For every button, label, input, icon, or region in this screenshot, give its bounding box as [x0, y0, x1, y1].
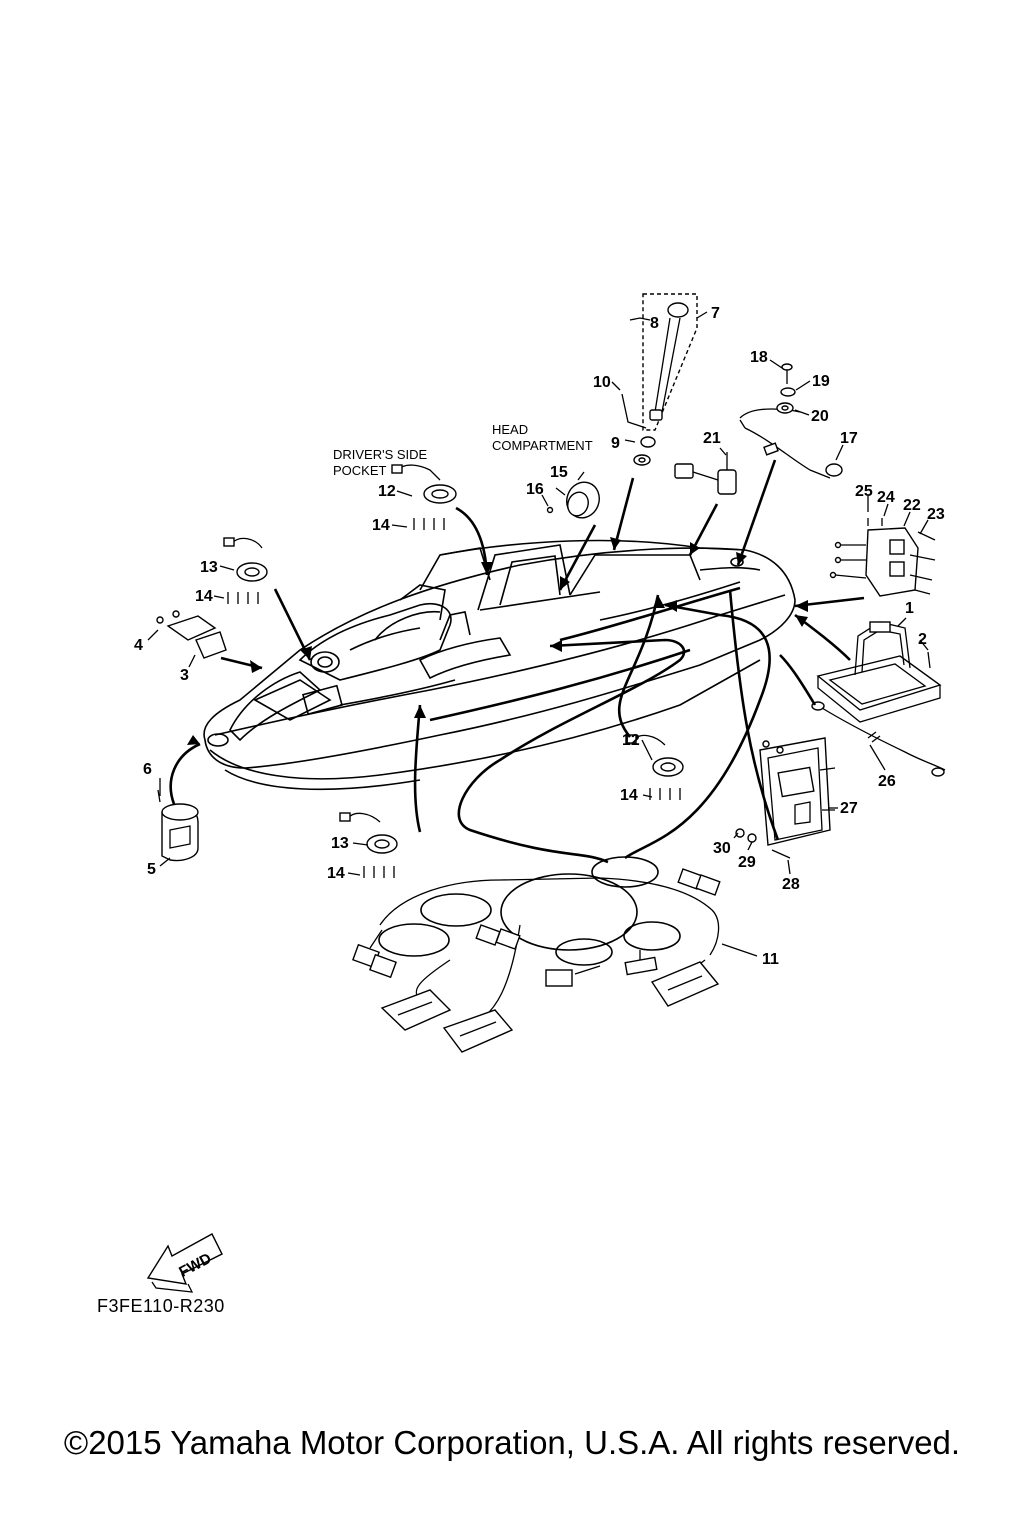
callout-19: 19: [812, 373, 830, 390]
callout-14-b: 14: [195, 588, 213, 605]
callout-30: 30: [713, 840, 731, 857]
part-10-clip: [621, 393, 647, 429]
callout-12-lower: 12: [622, 732, 640, 749]
part-11-wiring-harness: [352, 856, 721, 1053]
callout-14-a: 14: [372, 517, 390, 534]
part-3-switch: [156, 610, 227, 659]
drawing-code: F3FE110-R230: [97, 1296, 225, 1316]
callout-9: 9: [611, 435, 620, 452]
part-5-bow-light: [159, 778, 199, 862]
leader-lines: [147, 317, 929, 957]
callout-1: 1: [905, 600, 914, 617]
callout-13-lower: 13: [331, 835, 349, 852]
callout-12-upper: 12: [378, 483, 396, 500]
callout-17: 17: [840, 430, 858, 447]
callout-25: 25: [855, 483, 873, 500]
part-13-speaker-lower: [339, 812, 398, 878]
callout-8: 8: [650, 315, 659, 332]
callout-28: 28: [782, 876, 800, 893]
callout-11: 11: [762, 951, 779, 968]
part-2-screw: [927, 651, 931, 669]
callout-21: 21: [703, 430, 721, 447]
callout-14-d: 14: [327, 865, 345, 882]
callout-7: 7: [711, 305, 720, 322]
part-17-ground-cable: [739, 408, 843, 479]
part-22-relay-assembly: [829, 518, 936, 597]
callout-29: 29: [738, 854, 756, 871]
callout-4: 4: [134, 637, 143, 654]
diagram-captions: DRIVER'S SIDE POCKET HEAD COMPARTMENT: [333, 422, 593, 478]
part-27-control-unit: [759, 737, 836, 846]
driver-pocket-caption-line1: DRIVER'S SIDE: [333, 447, 428, 462]
callout-10: 10: [593, 374, 611, 391]
part-13-speaker-upper: [223, 537, 268, 604]
part-26-battery-cable: [811, 701, 946, 777]
callout-numbers: 1 2 3 4 5 6 7 8 9 10 11 12 12 13 13 14 1…: [134, 305, 945, 968]
callout-2: 2: [918, 631, 927, 648]
driver-pocket-caption-line2: POCKET: [333, 463, 387, 478]
callout-13-upper: 13: [200, 559, 218, 576]
head-compartment-caption-line1: HEAD: [492, 422, 528, 437]
callout-5: 5: [147, 861, 156, 878]
head-compartment-caption-line2: COMPARTMENT: [492, 438, 593, 453]
callout-18: 18: [750, 349, 768, 366]
copyright-notice: ©2015 Yamaha Motor Corporation, U.S.A. A…: [63, 1424, 961, 1461]
callout-22: 22: [903, 497, 921, 514]
callout-3: 3: [180, 667, 189, 684]
callout-27: 27: [840, 800, 858, 817]
assembly-arrows: [169, 459, 865, 864]
part-9-grommet: [633, 436, 656, 466]
callout-20: 20: [811, 408, 829, 425]
part-1-battery-box: [816, 621, 942, 723]
callout-24: 24: [877, 489, 895, 506]
callout-26: 26: [878, 773, 896, 790]
part-21-sensor: [674, 452, 737, 495]
part-12-speaker-upper: [391, 464, 457, 530]
part-7-cable-group: [642, 293, 708, 431]
callout-6: 6: [143, 761, 152, 778]
part-12-speaker-lower: [625, 734, 684, 800]
fwd-arrow-icon: FWD: [146, 1233, 223, 1293]
boat-hull: [203, 539, 796, 791]
callout-15: 15: [550, 464, 568, 481]
callout-23: 23: [927, 506, 945, 523]
callout-14-c: 14: [620, 787, 638, 804]
part-15-cover: [546, 471, 600, 519]
parts-18-19-20-fasteners: [776, 363, 796, 414]
callout-16: 16: [526, 481, 544, 498]
